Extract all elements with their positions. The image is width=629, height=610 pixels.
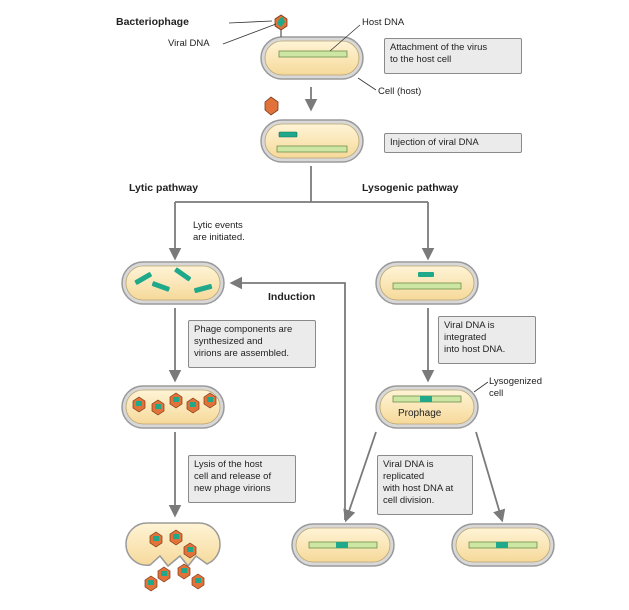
step-replication: Viral DNA is replicated with host DNA at… <box>377 455 473 515</box>
leader-cell <box>357 77 377 91</box>
label-viral-dna: Viral DNA <box>168 38 210 49</box>
label-bacteriophage: Bacteriophage <box>116 16 189 28</box>
cell-lysogenic-integration <box>375 261 479 305</box>
cell-injection <box>260 119 364 163</box>
step-injection: Injection of viral DNA <box>384 133 522 153</box>
label-host-dna: Host DNA <box>362 17 405 28</box>
cell-attachment <box>260 36 364 80</box>
cell-prophage <box>375 385 479 429</box>
label-lysogenized-cell: Lysogenized cell <box>489 376 542 399</box>
cell-daughter-left <box>291 523 395 567</box>
arrow-division-left <box>343 431 377 523</box>
arrow-division-right <box>475 431 506 523</box>
leader-host-dna <box>329 24 361 52</box>
cell-lysed <box>125 522 221 592</box>
cell-daughter-right <box>451 523 555 567</box>
step-integration: Viral DNA is integrated into host DNA. <box>438 316 536 364</box>
label-lytic-pathway: Lytic pathway <box>129 182 199 194</box>
cell-lytic-events <box>121 261 225 305</box>
label-lytic-events: Lytic events are initiated. <box>193 220 245 243</box>
label-induction: Induction <box>268 291 316 303</box>
bacteriophage-icon-attached <box>274 14 288 37</box>
label-prophage: Prophage <box>398 408 442 419</box>
empty-phage-icon <box>264 96 279 116</box>
step-lysis: Lysis of the host cell and release of ne… <box>188 455 296 503</box>
step-attachment: Attachment of the virus to the host cell <box>384 38 522 74</box>
leader-lysogenized <box>473 381 489 393</box>
arrow-induction <box>229 276 346 520</box>
leader-viral-dna <box>222 23 277 45</box>
cell-assembled <box>121 385 225 429</box>
leader-bacteriophage <box>228 20 273 24</box>
step-synthesis: Phage components are synthesized and vir… <box>188 320 316 368</box>
label-lysogenic-pathway: Lysogenic pathway <box>362 182 459 194</box>
label-cell-host: Cell (host) <box>378 86 422 97</box>
